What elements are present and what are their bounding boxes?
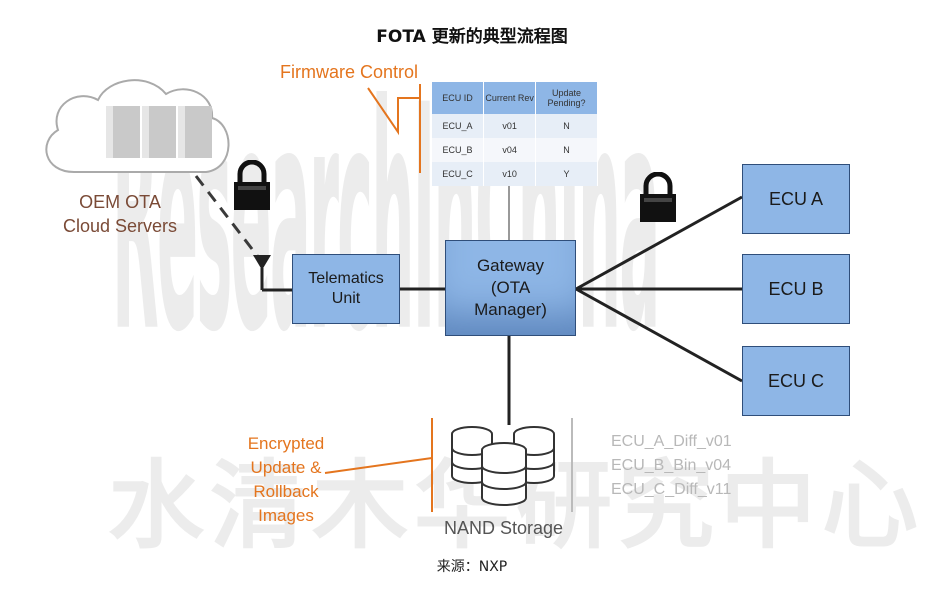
cell-ecu: ECU_B <box>432 138 485 162</box>
gateway-ecu-a-link <box>575 195 743 291</box>
telematics-unit-box: Telematics Unit <box>292 254 400 324</box>
lock-icon <box>234 160 270 210</box>
header-update-pending: Update Pending? <box>535 82 598 114</box>
cloud-label: OEM OTA Cloud Servers <box>62 192 178 236</box>
cell-pending: N <box>535 138 598 162</box>
table-row: ECU_B v04 N <box>432 138 598 162</box>
list-item: ECU_B_Bin_v04 <box>611 457 732 474</box>
cell-ecu: ECU_A <box>432 114 485 138</box>
header-current-rev: Current Rev <box>483 82 537 114</box>
cloud-icon <box>45 79 230 173</box>
gateway-ecu-c-link <box>575 287 743 383</box>
file-list: ECU_A_Diff_v01 ECU_B_Bin_v04 ECU_C_Diff_… <box>611 430 732 502</box>
page-title: FOTA 更新的典型流程图 <box>376 27 568 47</box>
encrypted-images-label: Encrypted Update & Rollback Images <box>247 434 325 525</box>
header-ecu-id: ECU ID <box>432 82 485 114</box>
list-item: ECU_A_Diff_v01 <box>611 433 732 450</box>
firmware-table: ECU ID Current Rev Update Pending? ECU_A… <box>432 82 598 186</box>
cell-rev: v10 <box>483 162 537 186</box>
cell-ecu: ECU_C <box>432 162 485 186</box>
table-row: ECU_A v01 N <box>432 114 598 138</box>
cell-rev: v04 <box>483 138 537 162</box>
oem-cloud <box>36 72 236 184</box>
lock-icon <box>640 172 676 222</box>
firmware-callout-line <box>367 87 420 136</box>
ecu-a-box: ECU A <box>742 164 850 234</box>
source-note: 来源：NXP <box>436 559 508 575</box>
antenna-icon <box>253 255 271 270</box>
ecu-b-box: ECU B <box>742 254 850 324</box>
cloud-dashed-link <box>194 175 264 263</box>
server-rack-icon <box>106 106 212 158</box>
table-header-row: ECU ID Current Rev Update Pending? <box>432 82 598 114</box>
gateway-box: Gateway (OTA Manager) <box>445 240 576 336</box>
firmware-control-label: Firmware Control <box>280 62 419 82</box>
list-item: ECU_C_Diff_v11 <box>611 481 732 498</box>
table-row: ECU_C v10 Y <box>432 162 598 186</box>
cell-pending: N <box>535 114 598 138</box>
cell-rev: v01 <box>483 114 537 138</box>
database-icon <box>451 426 555 506</box>
nand-storage-label: NAND Storage <box>444 518 564 538</box>
encrypted-callout-line <box>324 457 433 474</box>
ecu-c-box: ECU C <box>742 346 850 416</box>
cell-pending: Y <box>535 162 598 186</box>
